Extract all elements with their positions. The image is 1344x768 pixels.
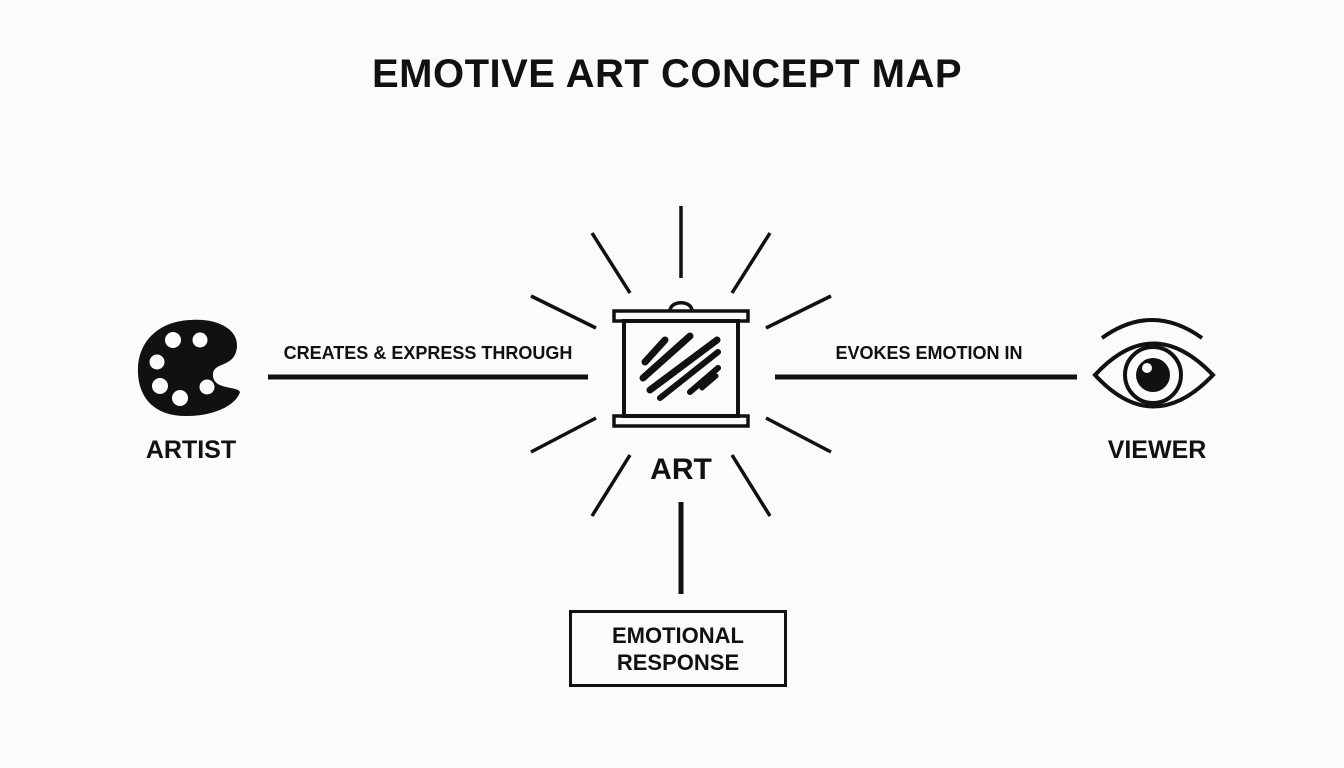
node-label-art: ART: [650, 453, 712, 486]
ray: [590, 454, 632, 517]
ray: [730, 454, 772, 517]
ray: [590, 232, 632, 294]
ray: [765, 294, 832, 330]
palette-icon: [137, 319, 240, 417]
node-label-viewer: VIEWER: [1107, 436, 1207, 464]
edge-label-creates: CREATES & EXPRESS THROUGH: [283, 343, 573, 363]
brush-strokes: [639, 332, 721, 401]
ray: [730, 232, 772, 294]
radiance-rays: [530, 206, 832, 517]
ray: [765, 416, 832, 454]
node-label-artist: ARTIST: [145, 436, 237, 464]
ray: [530, 294, 597, 330]
eye-icon: [1092, 318, 1216, 409]
edge-label-evokes: EVOKES EMOTION IN: [835, 343, 1023, 363]
emotional-response-node: EMOTIONAL RESPONSE: [569, 610, 787, 687]
ray: [530, 416, 597, 454]
node-label-emotional-response: EMOTIONAL RESPONSE: [612, 622, 744, 675]
page-title: EMOTIVE ART CONCEPT MAP: [371, 52, 963, 96]
canvas-icon: [612, 301, 750, 428]
